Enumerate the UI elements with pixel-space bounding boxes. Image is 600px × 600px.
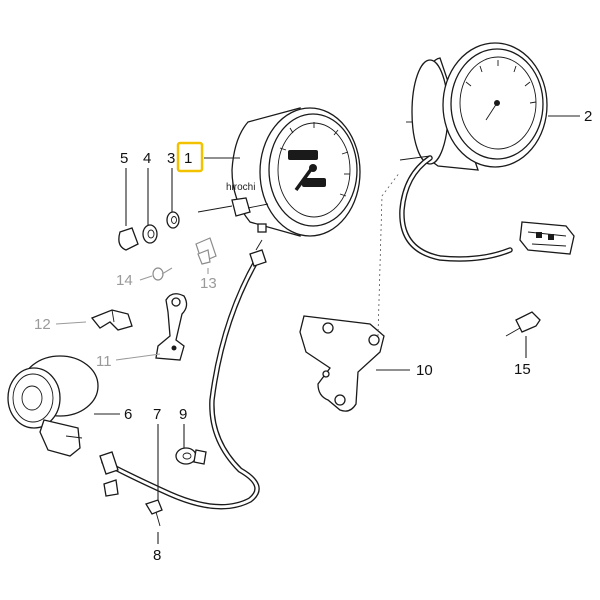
part-9-grommet: [175, 447, 207, 465]
part-3-washer: [166, 211, 180, 229]
callout-7: 7: [153, 406, 161, 423]
callout-14: 14: [116, 272, 133, 289]
part-4-grommet: [142, 224, 158, 244]
callout-9: 9: [179, 406, 187, 423]
watermark: hirochi: [226, 182, 255, 193]
part-13-nut: [195, 237, 217, 265]
callout-10: 10: [416, 362, 433, 379]
callout-4: 4: [143, 150, 151, 167]
callout-5: 5: [120, 150, 128, 167]
callout-8: 8: [153, 547, 161, 564]
leader-lines: [55, 115, 580, 544]
part-11-bracket: [155, 293, 188, 361]
callout-3: 3: [167, 150, 175, 167]
speedometer-cable: [99, 239, 267, 510]
part-8-screw: [145, 499, 163, 527]
callout-labels: 1 2 3 4 5 6 7 8 9 10 11 12 13 14 15: [34, 108, 592, 564]
part-1-speedometer: [197, 107, 361, 237]
callout-1: 1: [184, 150, 192, 167]
part-6-drive-housing: [7, 355, 99, 457]
callout-11: 11: [96, 353, 112, 370]
part-2-tachometer: [399, 42, 575, 262]
callout-2: 2: [584, 108, 592, 125]
part-15-bulb: [505, 311, 541, 337]
part-5-cap: [118, 227, 139, 251]
part-14-screw: [152, 267, 173, 281]
callout-15: 15: [514, 361, 531, 378]
callout-13: 13: [200, 275, 217, 292]
callout-12: 12: [34, 316, 51, 333]
callout-6: 6: [124, 406, 132, 423]
part-12-clip: [90, 309, 133, 331]
callout-1-highlight: [176, 141, 204, 173]
part-10-bracket: [299, 171, 401, 412]
